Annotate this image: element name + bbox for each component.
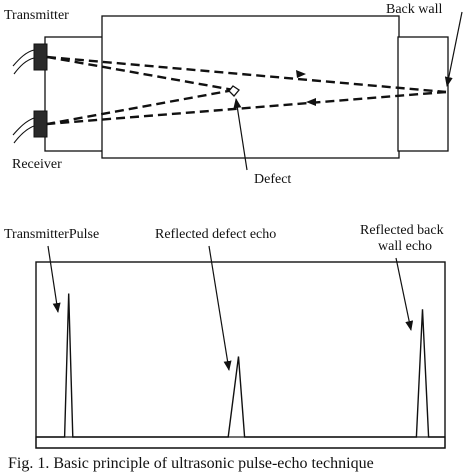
receiver-probe bbox=[33, 110, 48, 138]
a-scan-screen-frame bbox=[35, 261, 446, 449]
transmitter-cable bbox=[12, 49, 35, 75]
back-wall-echo-label-line2: wall echo bbox=[378, 239, 432, 254]
back-wall-echo-label-line1: Reflected back bbox=[360, 223, 444, 238]
a-scan-baseline-strip bbox=[35, 436, 446, 449]
specimen-left-step bbox=[44, 36, 104, 152]
beam-to-back-wall bbox=[46, 55, 447, 94]
a-scan-signal-trace bbox=[36, 293, 445, 438]
defect-marker bbox=[228, 85, 240, 97]
defect-echo-leader bbox=[208, 245, 232, 371]
transmitter-pulse-leader bbox=[47, 245, 61, 313]
receiver-cable bbox=[12, 117, 35, 144]
specimen-body bbox=[101, 15, 400, 159]
back-wall-echo-leader bbox=[395, 257, 414, 331]
back-wall-leader bbox=[444, 11, 463, 87]
beam-from-back-wall bbox=[46, 90, 447, 126]
transmitter-pulse-label: TransmitterPulse bbox=[4, 227, 99, 242]
transmitter-probe bbox=[33, 43, 48, 71]
back-wall-label: Back wall bbox=[386, 2, 442, 17]
specimen-right-step bbox=[397, 36, 449, 152]
beam-direction-arrow-1 bbox=[296, 70, 306, 78]
beam-to-defect bbox=[46, 55, 235, 92]
defect-label: Defect bbox=[254, 172, 291, 187]
defect-leader bbox=[233, 98, 248, 171]
receiver-label: Receiver bbox=[12, 157, 62, 172]
figure-caption: Fig. 1. Basic principle of ultrasonic pu… bbox=[8, 455, 374, 472]
test-piece-diagram: Transmitter Receiver Defect Back wall bbox=[4, 2, 463, 187]
a-scan-display bbox=[35, 261, 446, 449]
transmitter-label: Transmitter bbox=[4, 8, 69, 23]
beam-direction-arrow-2 bbox=[306, 98, 316, 106]
defect-echo-label: Reflected defect echo bbox=[155, 227, 276, 242]
beam-paths bbox=[46, 55, 447, 126]
beam-from-defect bbox=[46, 88, 235, 126]
